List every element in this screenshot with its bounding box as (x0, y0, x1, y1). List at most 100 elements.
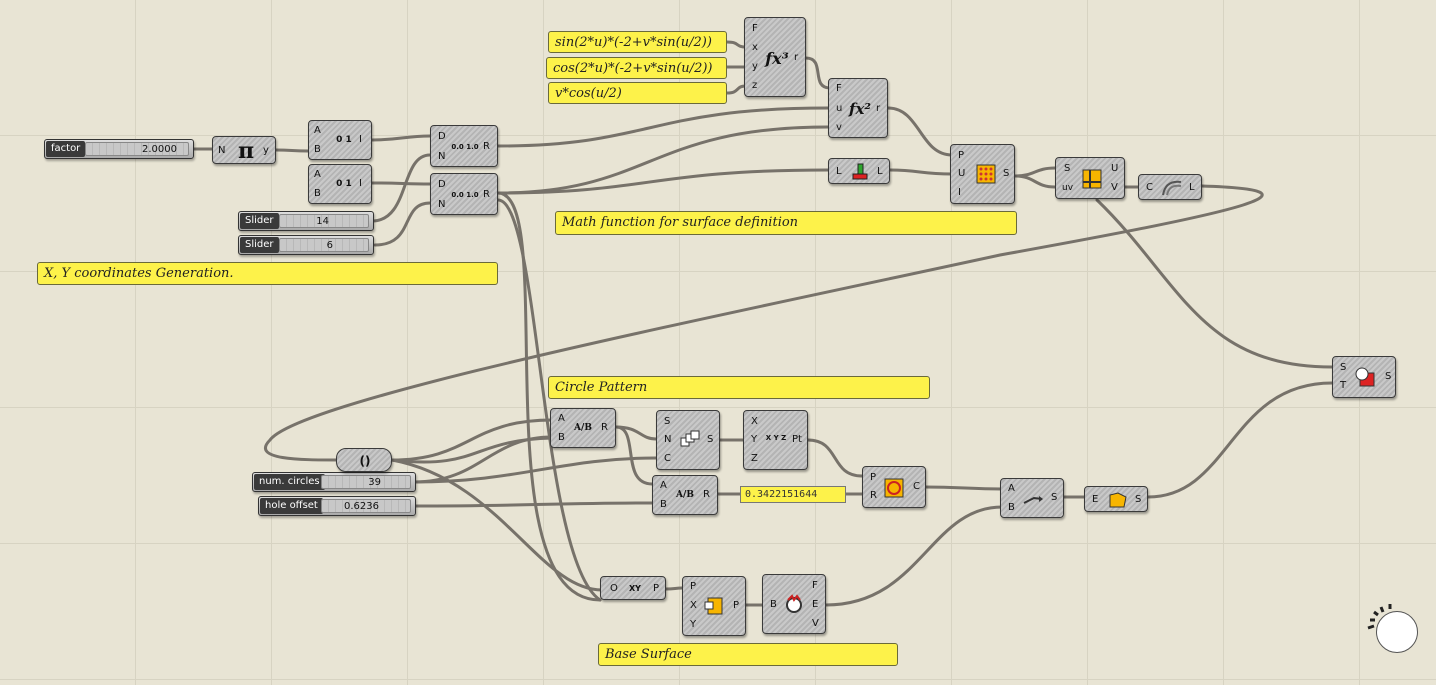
port-b: B (314, 188, 321, 199)
division-component-1[interactable]: A B A/B R (550, 408, 616, 448)
wire (412, 501, 654, 508)
rectangle-component[interactable]: P X Y P (682, 576, 746, 636)
slider-hole-offset[interactable]: hole offset 0.6236 (258, 496, 416, 516)
xy-plane-icon: XY (629, 583, 641, 593)
evaluate-expression-2-component[interactable]: F u v fx² r (828, 78, 888, 138)
divide-domain-component-1[interactable]: D N 0.0 1.0 R (430, 125, 498, 167)
port-b: B (1008, 502, 1015, 513)
port-y: y (752, 61, 758, 72)
wire (614, 425, 654, 486)
zoom-gauge-icon[interactable] (1376, 611, 1418, 653)
expression-3[interactable]: v*cos(u/2) (548, 82, 727, 104)
series-component[interactable]: () (336, 448, 392, 472)
port-n: N (438, 151, 446, 162)
port-d: D (438, 131, 446, 142)
wire (496, 106, 830, 148)
list-length-component[interactable]: L L (828, 158, 890, 184)
wire (412, 435, 554, 484)
wire (274, 148, 310, 153)
port-l: L (1189, 182, 1195, 193)
wire (664, 586, 684, 591)
port-y: Y (751, 434, 758, 445)
range-component-1[interactable]: A B 0 1 I (308, 120, 372, 160)
port-r: R (703, 489, 710, 500)
note-base-surface[interactable]: Base Surface (598, 643, 898, 666)
series-icon: () (359, 454, 371, 468)
slider-label: hole offset (260, 498, 323, 514)
wire (888, 168, 954, 176)
divide-domain-component-2[interactable]: D N 0.0 1.0 R (430, 173, 498, 215)
slider-num-circles[interactable]: num. circles 39 (252, 472, 416, 492)
range-icon: 0 1 (336, 179, 352, 189)
port-a: A (1008, 483, 1015, 494)
wire (496, 191, 602, 602)
divide-domain-icon: 0.0 1.0 (451, 143, 479, 151)
slider-track[interactable] (279, 214, 369, 228)
wire (496, 198, 602, 602)
join-icon (1021, 487, 1045, 509)
port-z: Z (751, 453, 758, 464)
port-i: I (359, 178, 362, 189)
surface-grid-icon (975, 163, 997, 185)
slider-track[interactable] (85, 142, 189, 156)
port-i: I (958, 187, 961, 198)
slider-track[interactable] (279, 238, 369, 252)
port-a: A (314, 125, 321, 136)
xy-plane-component[interactable]: O XY P (600, 576, 666, 600)
port-s: S (1135, 494, 1142, 505)
circle-component[interactable]: P R C (862, 466, 926, 508)
port-b: B (558, 432, 565, 443)
point-xyz-component[interactable]: X Y Z X Y Z Pt (743, 410, 808, 470)
port-s-out: S (707, 434, 714, 445)
port-l-out: L (877, 166, 883, 177)
isocurve-icon (1081, 168, 1103, 190)
range-component-2[interactable]: A B 0 1 I (308, 164, 372, 204)
evaluate-expression-3-component[interactable]: F x y z fx³ r (744, 17, 806, 97)
note-xy-generation[interactable]: X, Y coordinates Generation. (37, 262, 498, 285)
port-v: v (836, 122, 842, 133)
loft-component[interactable]: C L (1138, 174, 1202, 200)
zoom-gauge-marks-icon (1367, 604, 1392, 630)
trim-component[interactable]: S T S (1332, 356, 1396, 398)
expression-icon: fx³ (765, 48, 789, 68)
wire (1095, 198, 1334, 369)
boundary-surface-component[interactable]: E S (1084, 486, 1148, 512)
note-math-function[interactable]: Math function for surface definition (555, 211, 1017, 235)
wire (412, 456, 658, 484)
expression-1[interactable]: sin(2*u)*(-2+v*sin(u/2)) (548, 31, 727, 53)
port-f: F (812, 580, 818, 591)
slider-2[interactable]: Slider 6 (238, 235, 374, 255)
surface-grid-component[interactable]: P U I S (950, 144, 1015, 204)
wire (370, 181, 432, 186)
slider-track[interactable] (321, 499, 411, 513)
isocurve-component[interactable]: S uv U V (1055, 157, 1125, 199)
list-length-icon (851, 162, 869, 182)
join-curves-component[interactable]: A B S (1000, 478, 1064, 518)
slider-track[interactable] (321, 475, 411, 489)
port-uv: uv (1062, 183, 1074, 193)
port-r: R (483, 189, 490, 200)
note-circle-pattern[interactable]: Circle Pattern (548, 376, 930, 399)
slider-value: 14 (316, 216, 329, 227)
wire (373, 201, 432, 247)
slider-1[interactable]: Slider 14 (238, 211, 374, 231)
expression-2[interactable]: cos(2*u)*(-2+v*sin(u/2)) (546, 57, 727, 79)
port-a: A (660, 480, 667, 491)
polar-array-component[interactable]: S N C S (656, 410, 720, 470)
value-panel[interactable]: 0.3422151644 (740, 486, 846, 503)
division-component-2[interactable]: A B A/B R (652, 475, 718, 515)
wire (1013, 166, 1057, 178)
port-b: B (770, 599, 777, 610)
slider-factor[interactable]: factor 2.0000 (44, 139, 194, 159)
port-r: r (876, 103, 881, 114)
port-v: V (1111, 182, 1118, 193)
port-n: N (664, 434, 672, 445)
divide-domain-icon: 0.0 1.0 (451, 191, 479, 199)
port-o: O (610, 583, 618, 594)
wire (370, 134, 432, 142)
pi-component[interactable]: N π y (212, 136, 276, 164)
port-e: E (812, 599, 819, 610)
slider-value: 6 (326, 240, 333, 251)
brep-edges-component[interactable]: B F E V (762, 574, 826, 634)
